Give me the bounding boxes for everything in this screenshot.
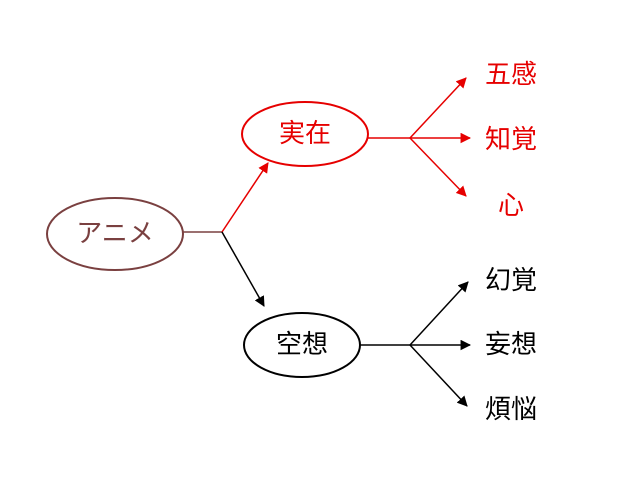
imagination-arrow-3	[409, 344, 468, 407]
root-to-reality-arrow	[221, 162, 269, 233]
imagination-arrow-1	[409, 281, 469, 346]
imagination-child-1: 幻覚	[485, 266, 537, 296]
imagination-child-3: 煩悩	[485, 395, 537, 425]
reality-label: 実在	[279, 119, 331, 149]
root-node: アニメ	[46, 197, 184, 271]
reality-node: 実在	[241, 101, 369, 167]
imagination-node: 空想	[243, 312, 361, 378]
reality-arrow-3	[409, 137, 467, 197]
root-label: アニメ	[76, 219, 153, 249]
reality-arrow-1	[409, 77, 467, 139]
root-to-imagination-arrow	[221, 231, 265, 307]
reality-child-1: 五感	[485, 60, 537, 90]
imagination-label: 空想	[276, 330, 328, 360]
reality-child-3: 心	[498, 191, 524, 221]
reality-ellipse	[241, 101, 369, 167]
root-ellipse	[46, 197, 184, 271]
reality-child-2: 知覚	[485, 125, 537, 155]
imagination-child-2: 妄想	[485, 330, 537, 360]
